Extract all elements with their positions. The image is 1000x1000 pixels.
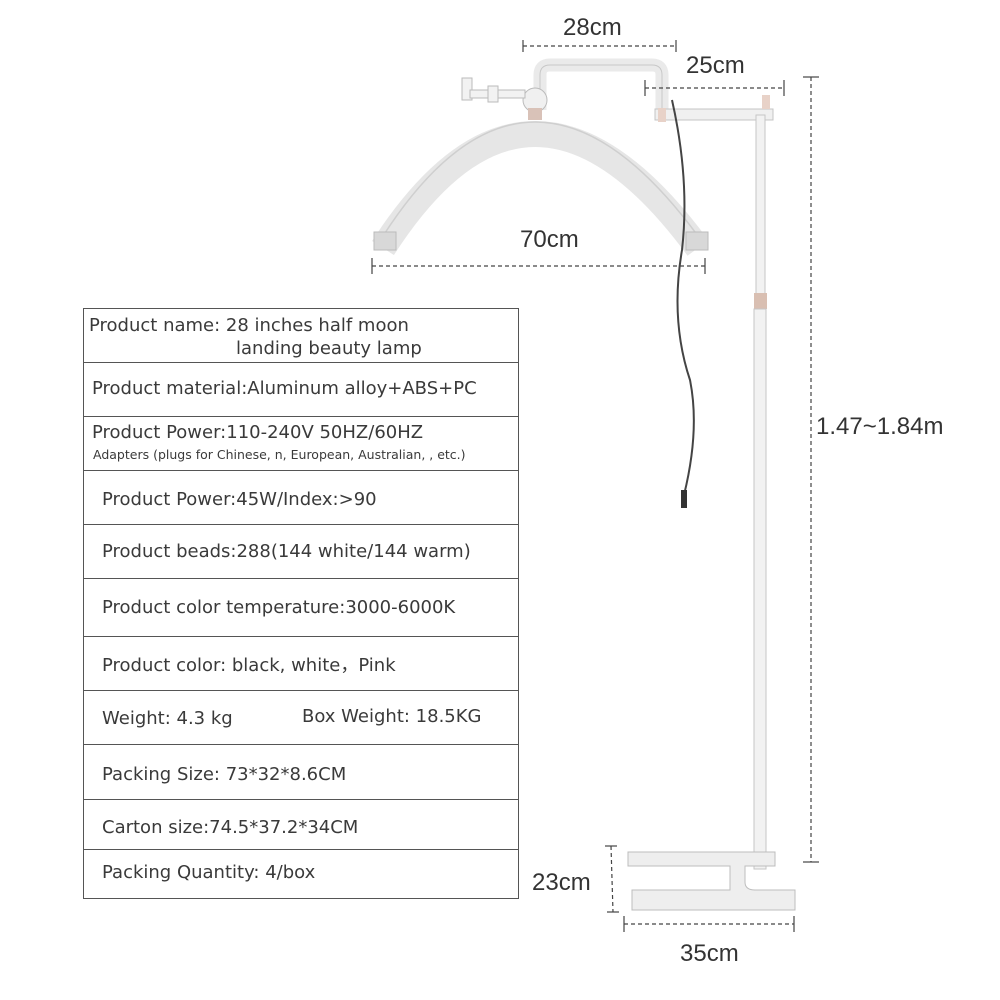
base-plate — [627, 851, 796, 911]
phone-holder — [461, 77, 473, 101]
power-cable — [671, 99, 695, 496]
spec-row-material: Product material:Aluminum alloy+ABS+PC — [84, 363, 518, 417]
spec-beads: Product beads:288(144 white/144 warm) — [102, 541, 471, 562]
top-arm — [533, 58, 669, 110]
spec-packing-qty: Packing Quantity: 4/box — [102, 862, 316, 883]
spec-row-color-temp: Product color temperature:3000-6000K — [84, 579, 518, 637]
spec-row-name: Product name: 28 inches half moon landin… — [84, 309, 518, 363]
spec-row-power-index: Product Power:45W/Index:>90 — [84, 471, 518, 525]
spec-carton-size: Carton size:74.5*37.2*34CM — [102, 817, 359, 838]
spec-row-weight: Weight: 4.3 kg Box Weight: 18.5KG — [84, 691, 518, 745]
lower-pole — [753, 308, 767, 870]
spec-weight: Weight: 4.3 kg — [102, 708, 233, 729]
spec-packing-size: Packing Size: 73*32*8.6CM — [102, 764, 347, 785]
horizontal-bar — [654, 108, 774, 121]
arc-end-left — [373, 231, 397, 251]
spec-name-line1: Product name: 28 inches half moon — [89, 315, 409, 336]
arc-end-right — [685, 231, 709, 251]
dim-base-width: 35cm — [680, 940, 739, 967]
spec-box-weight: Box Weight: 18.5KG — [302, 706, 482, 727]
spec-row-color: Product color: black, white，Pink — [84, 637, 518, 691]
spec-color: Product color: black, white，Pink — [102, 655, 396, 676]
spec-table: Product name: 28 inches half moon landin… — [83, 308, 519, 899]
spec-name-line2: landing beauty lamp — [236, 338, 422, 359]
spec-power-index: Product Power:45W/Index:>90 — [102, 489, 377, 510]
spec-row-power: Product Power:110-240V 50HZ/60HZ Adapter… — [84, 417, 518, 471]
spec-material: Product material:Aluminum alloy+ABS+PC — [92, 378, 477, 399]
spec-row-packing-size: Packing Size: 73*32*8.6CM — [84, 745, 518, 800]
upper-pole — [755, 114, 766, 296]
spec-row-beads: Product beads:288(144 white/144 warm) — [84, 525, 518, 579]
spec-adapters: Adapters (plugs for Chinese, n, European… — [93, 447, 466, 462]
dim-arc-width: 70cm — [520, 226, 579, 253]
spec-row-carton-size: Carton size:74.5*37.2*34CM — [84, 800, 518, 850]
spec-color-temp: Product color temperature:3000-6000K — [102, 597, 456, 618]
half-moon-arc — [372, 121, 709, 256]
spec-power: Product Power:110-240V 50HZ/60HZ — [92, 422, 424, 443]
dim-base-depth: 23cm — [532, 869, 591, 896]
dim-side-arm: 25cm — [686, 52, 745, 79]
dim-top-arm: 28cm — [563, 14, 622, 41]
spec-row-packing-qty: Packing Quantity: 4/box — [84, 850, 518, 898]
dim-height: 1.47~1.84m — [816, 413, 944, 440]
